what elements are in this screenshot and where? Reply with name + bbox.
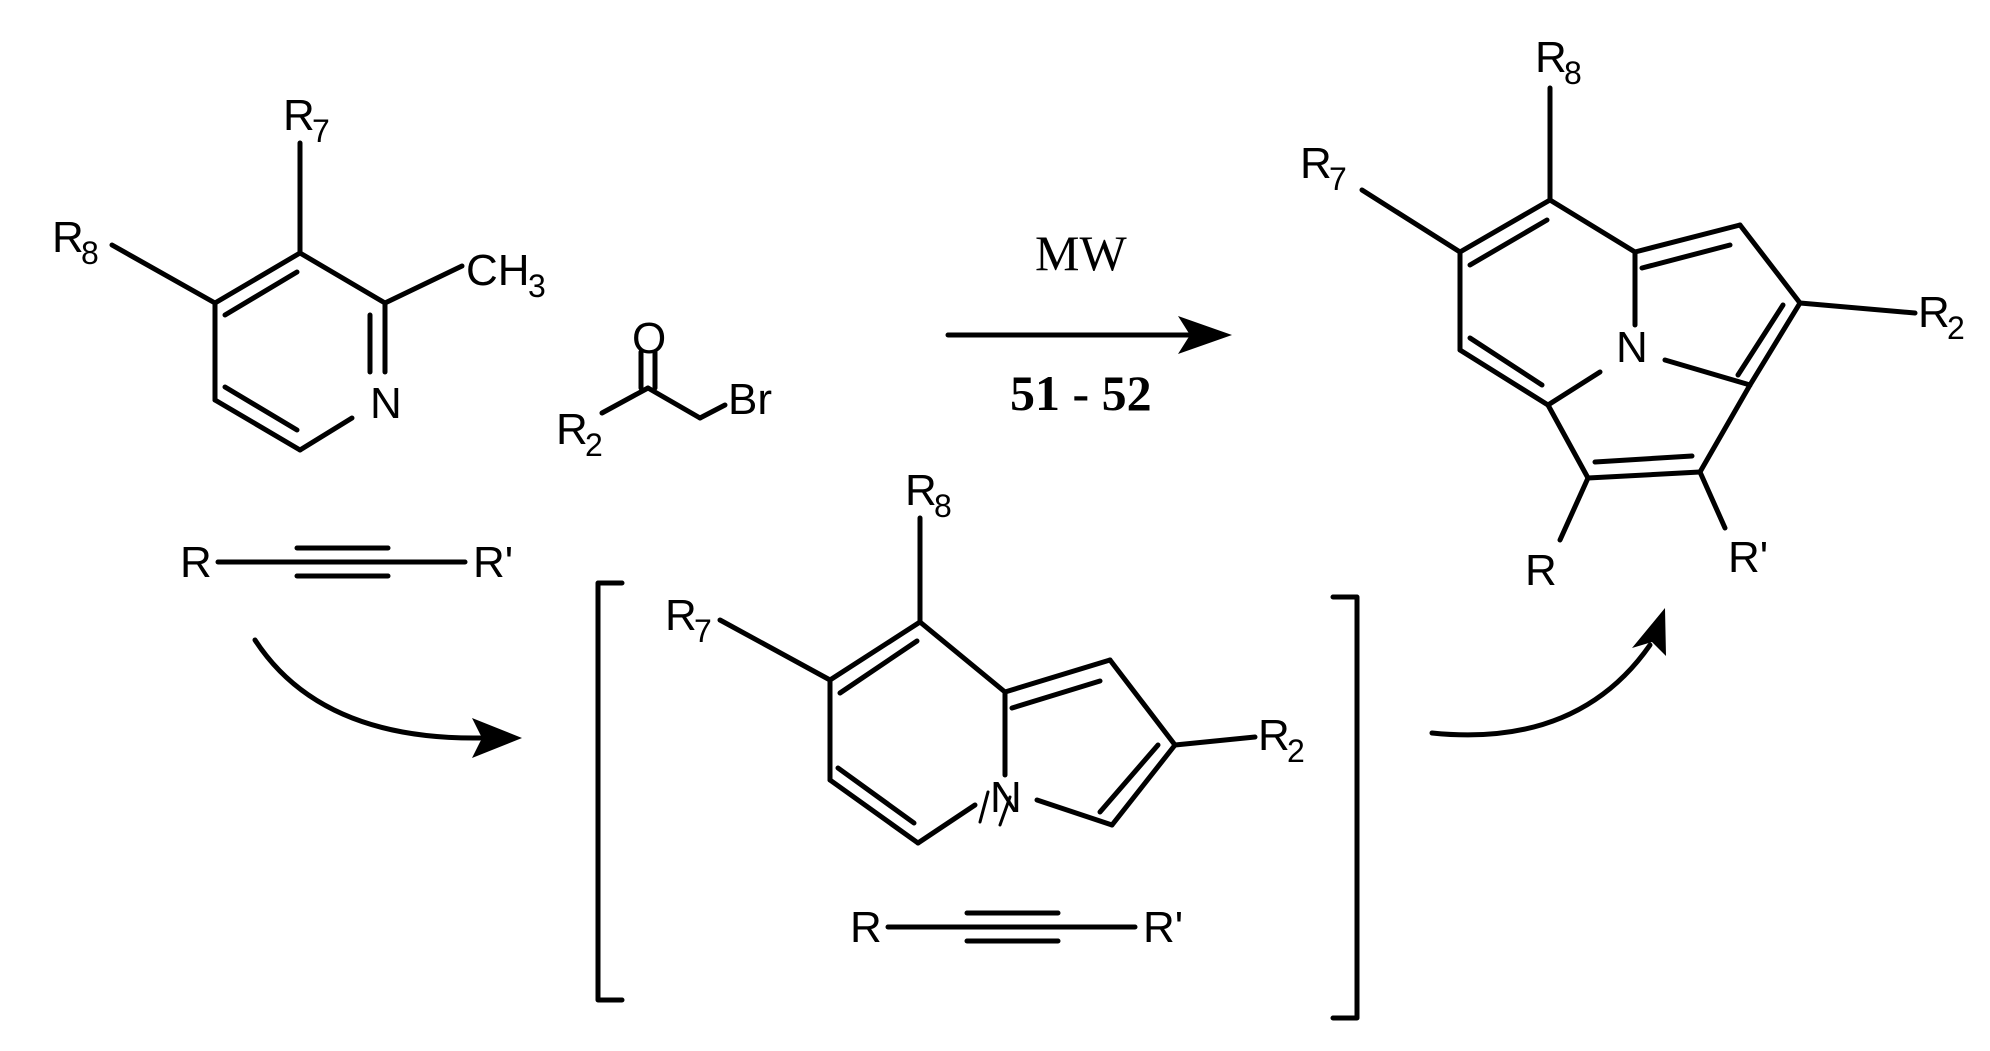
svg-text:2: 2 <box>1287 733 1305 769</box>
alkyne-r-label: R <box>180 538 212 587</box>
svg-text:R: R <box>283 91 315 140</box>
product-bonds <box>1359 85 1918 543</box>
bromoketone-r2-label: R 2 <box>556 405 603 463</box>
svg-text:R: R <box>52 213 84 262</box>
intermediate-r7-label: R 7 <box>665 591 712 649</box>
svg-text:7: 7 <box>1329 161 1347 197</box>
product-r-prime-label: R' <box>1728 533 1768 582</box>
svg-text:2: 2 <box>1947 310 1965 346</box>
svg-text:R: R <box>1918 288 1950 337</box>
reaction-arrow: MW 51 - 52 <box>945 225 1232 421</box>
svg-text:2: 2 <box>585 427 603 463</box>
svg-text:3: 3 <box>528 268 546 304</box>
pyridinium-ylide-intermediate: N R 8 R 7 R 2 <box>665 466 1305 846</box>
svg-text:R: R <box>1535 33 1567 82</box>
svg-text:8: 8 <box>1564 55 1582 91</box>
product-nitrogen-label: N <box>1616 323 1648 372</box>
curved-arrow-to-intermediate <box>252 637 522 758</box>
intermediate-brackets <box>595 580 1360 1021</box>
svg-text:8: 8 <box>81 235 99 271</box>
intermediate-bonds <box>717 515 1258 846</box>
svg-text:7: 7 <box>312 113 330 149</box>
svg-text:CH: CH <box>466 246 530 295</box>
bromoketone: O Br R 2 <box>556 314 772 463</box>
picoline-r8-label: R 8 <box>52 213 99 271</box>
intermediate-r2-label: R 2 <box>1258 711 1305 769</box>
svg-text:R: R <box>1258 711 1290 760</box>
reaction-condition-below: 51 - 52 <box>1010 365 1152 421</box>
svg-text:7: 7 <box>694 613 712 649</box>
picoline-r7-label: R 7 <box>283 91 330 149</box>
reaction-condition-above: MW <box>1035 225 1127 281</box>
alkyne-in-intermediate: R R' <box>850 903 1183 952</box>
svg-text:R: R <box>905 466 937 515</box>
oxygen-label: O <box>632 314 666 363</box>
svg-text:R: R <box>556 405 588 454</box>
inner-alkyne-r-label: R <box>850 903 882 952</box>
intermediate-nitrogen-label: N <box>990 773 1022 822</box>
product-r7-label: R 7 <box>1300 139 1347 197</box>
alkyne-reagent: R R' <box>180 538 513 587</box>
intermediate-r8-label: R 8 <box>905 466 952 524</box>
svg-text:R: R <box>1300 139 1332 188</box>
product-r2-label: R 2 <box>1918 288 1965 346</box>
product-r-label: R <box>1525 546 1557 595</box>
curved-arrow-to-product <box>1429 608 1666 738</box>
product-r8-label: R 8 <box>1535 33 1582 91</box>
bromine-label: Br <box>728 375 772 424</box>
inner-alkyne-r-prime-label: R' <box>1143 903 1183 952</box>
alkyne-r-prime-label: R' <box>473 538 513 587</box>
substituted-picoline: N R 7 R 8 CH 3 <box>52 91 546 453</box>
svg-text:R: R <box>665 591 697 640</box>
indolizine-product: N R 8 R 7 R 2 R R' <box>1300 33 1965 595</box>
picoline-nitrogen-label: N <box>370 379 402 428</box>
methyl-label: CH 3 <box>466 246 546 304</box>
picoline-bonds <box>109 140 465 453</box>
svg-text:8: 8 <box>934 488 952 524</box>
